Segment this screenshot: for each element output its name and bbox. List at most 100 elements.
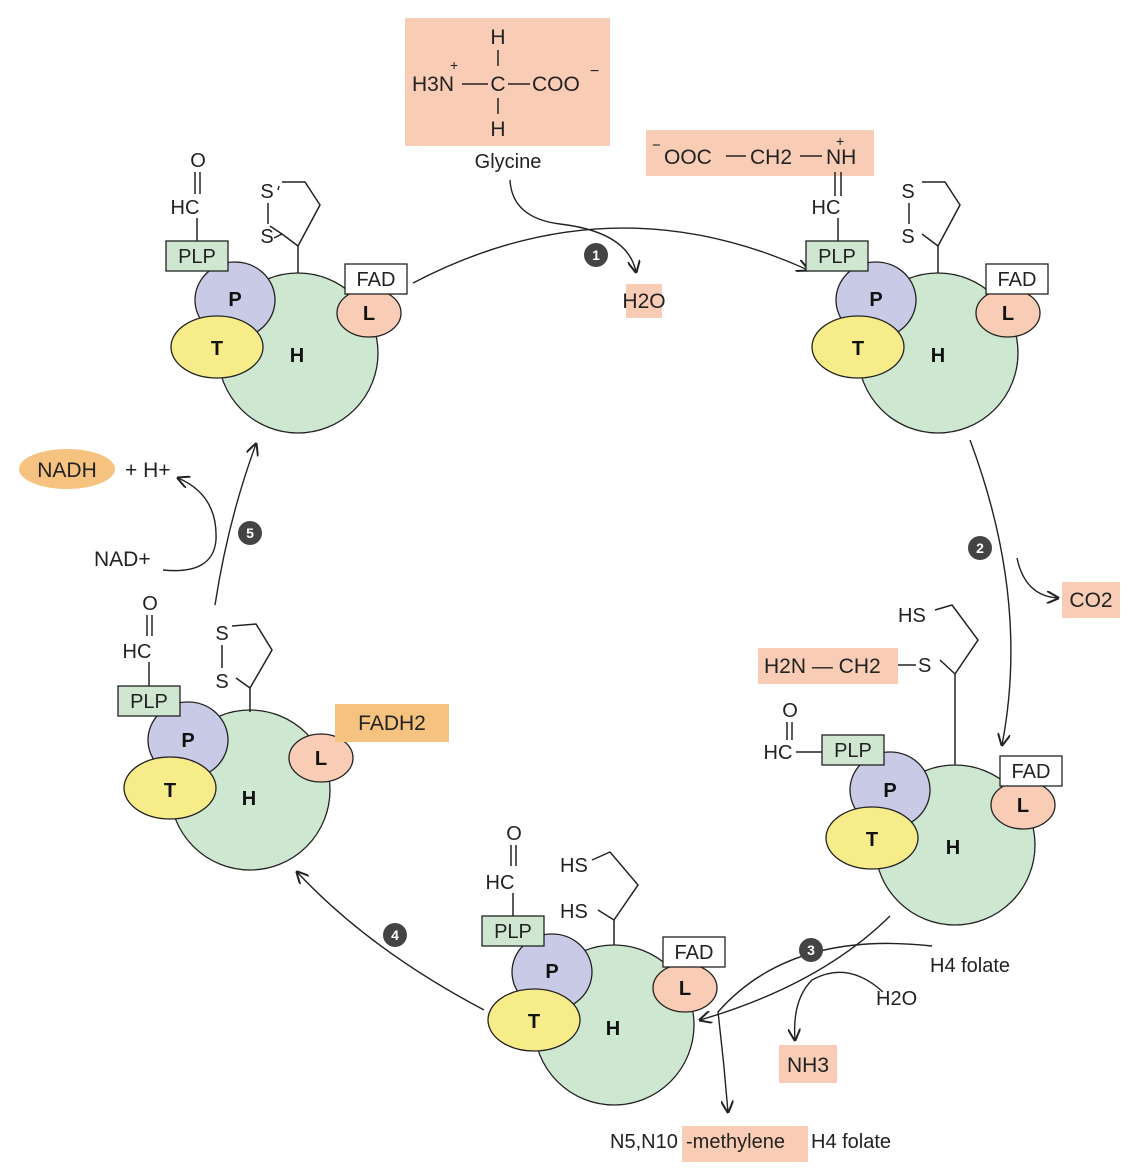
t-label: T — [211, 338, 223, 360]
charge-label: + — [450, 57, 458, 73]
t-protein — [170, 315, 264, 379]
sulfur-label: S — [918, 655, 931, 677]
h-label: H — [606, 1018, 620, 1040]
step-badge-1: 1 — [584, 243, 608, 267]
p-label: P — [883, 780, 896, 802]
imine-carbon-label: HC — [812, 197, 841, 219]
fad-box — [662, 936, 726, 968]
sulfur-label: S — [260, 181, 273, 203]
methylene-highlight-label: -methylene — [686, 1131, 785, 1153]
plp-label: PLP — [834, 740, 872, 762]
nadh-highlight — [19, 449, 115, 489]
nadh-label: NADH — [37, 459, 97, 482]
arrow-glycine-in-water-out — [509, 179, 636, 272]
charge-label: − — [652, 137, 661, 154]
fad-box — [999, 755, 1063, 787]
water-in-label: H2O — [876, 988, 917, 1010]
t-protein — [825, 806, 919, 870]
step-badge-5: 5 — [238, 521, 262, 545]
glycine-highlight — [405, 18, 610, 146]
atom-label: H — [490, 118, 505, 141]
nad-reaction: NADH + H+ NAD+ — [19, 449, 171, 571]
nh3-label: NH3 — [787, 1054, 829, 1077]
step-label: 3 — [807, 942, 815, 958]
oxygen-label: O — [142, 593, 158, 615]
t-label: T — [866, 829, 878, 851]
p-label: P — [869, 289, 882, 311]
step-badge-4: 4 — [383, 923, 407, 947]
t-label: T — [852, 338, 864, 360]
arrow-step-3 — [700, 915, 891, 1020]
protein-complex-4: PLP FAD P T H L O HC HS HS — [481, 823, 726, 1106]
p-label: P — [545, 961, 558, 983]
arrow-co2-out — [1016, 557, 1058, 598]
protein-complex-5: PLP FADH2 P T H L O HC S S — [117, 593, 449, 871]
plp-label: PLP — [178, 246, 216, 268]
atom-label: C — [490, 73, 505, 96]
arrow-step-4 — [297, 872, 485, 1011]
step-label: 2 — [976, 540, 984, 556]
fadh2-highlight — [335, 704, 449, 742]
fad-box — [985, 263, 1049, 295]
arrow-nad-in-nadh-out — [162, 478, 217, 572]
cycle-arrows — [214, 227, 1012, 1020]
fad-box — [344, 263, 408, 295]
sulfur-label: S — [215, 671, 228, 693]
t-label: T — [164, 780, 176, 802]
plp-cofactor — [165, 240, 229, 272]
plp-label: PLP — [494, 921, 532, 943]
sulfur-label: S — [215, 623, 228, 645]
p-label: P — [228, 289, 241, 311]
l-label: L — [363, 303, 375, 325]
atom-label: H3N — [412, 73, 454, 96]
proton-label: + H+ — [125, 459, 171, 482]
atom-label: OOC — [664, 146, 712, 169]
atom-label: H — [490, 26, 505, 49]
plp-label: PLP — [818, 246, 856, 268]
l-label: L — [1017, 795, 1029, 817]
l-label: L — [1002, 303, 1014, 325]
l-label: L — [315, 748, 327, 770]
atom-label: NH — [826, 146, 856, 169]
step-badge-3: 3 — [799, 938, 823, 962]
co2-product: CO2 — [1062, 582, 1120, 618]
aldehyde-label: HC — [486, 872, 515, 894]
arrow-folate-in-methylene-out — [717, 942, 933, 1112]
h-label: H — [290, 345, 304, 367]
glycine-name: Glycine — [475, 151, 542, 173]
schiff-base-structure: − OOC CH2 NH + — [646, 130, 874, 196]
fad-label: FAD — [675, 942, 714, 964]
oxygen-label: O — [782, 700, 798, 722]
plp-cofactor — [805, 240, 869, 272]
methylene-suffix-label: H4 folate — [811, 1131, 891, 1153]
side-arrows — [162, 179, 1058, 1112]
protein-complex-2: PLP FAD P T H L HC S S — [805, 181, 1049, 434]
charge-label: + — [836, 133, 844, 149]
step-label: 1 — [592, 247, 600, 263]
protein-complex-3: HS S H2N — CH2 PLP FAD P T H L O HC — [758, 604, 1063, 926]
thiol-label: HS — [560, 855, 588, 877]
arrow-step-5 — [214, 444, 256, 606]
plp-cofactor — [821, 734, 885, 766]
sulfur-label: S — [901, 226, 914, 248]
charge-label: − — [590, 63, 599, 80]
thiol-label: HS — [560, 901, 588, 923]
atom-label: CH2 — [750, 146, 792, 169]
t-label: T — [528, 1011, 540, 1033]
glycine-structure: H H3N + C COO − H Glycine — [405, 18, 610, 173]
l-label: L — [679, 978, 691, 1000]
t-protein — [487, 988, 581, 1052]
sulfur-label: S — [260, 226, 273, 248]
protein-complex-1: PLP FAD P T H L O HC S S — [165, 150, 408, 434]
folate-reactants: H4 folate H2O NH3 N5,N10 -methylene H4 f… — [610, 955, 1010, 1162]
oxygen-label: O — [190, 150, 206, 172]
t-protein — [811, 315, 905, 379]
aldehyde-label: HC — [123, 641, 152, 663]
nad-label: NAD+ — [94, 548, 151, 571]
plp-label: PLP — [130, 691, 168, 713]
fad-label: FAD — [1012, 761, 1051, 783]
oxygen-label: O — [506, 823, 522, 845]
atom-label: COO — [532, 73, 580, 96]
arrow-step-1 — [412, 227, 808, 284]
aminomethyl-label: H2N — CH2 — [764, 655, 881, 678]
